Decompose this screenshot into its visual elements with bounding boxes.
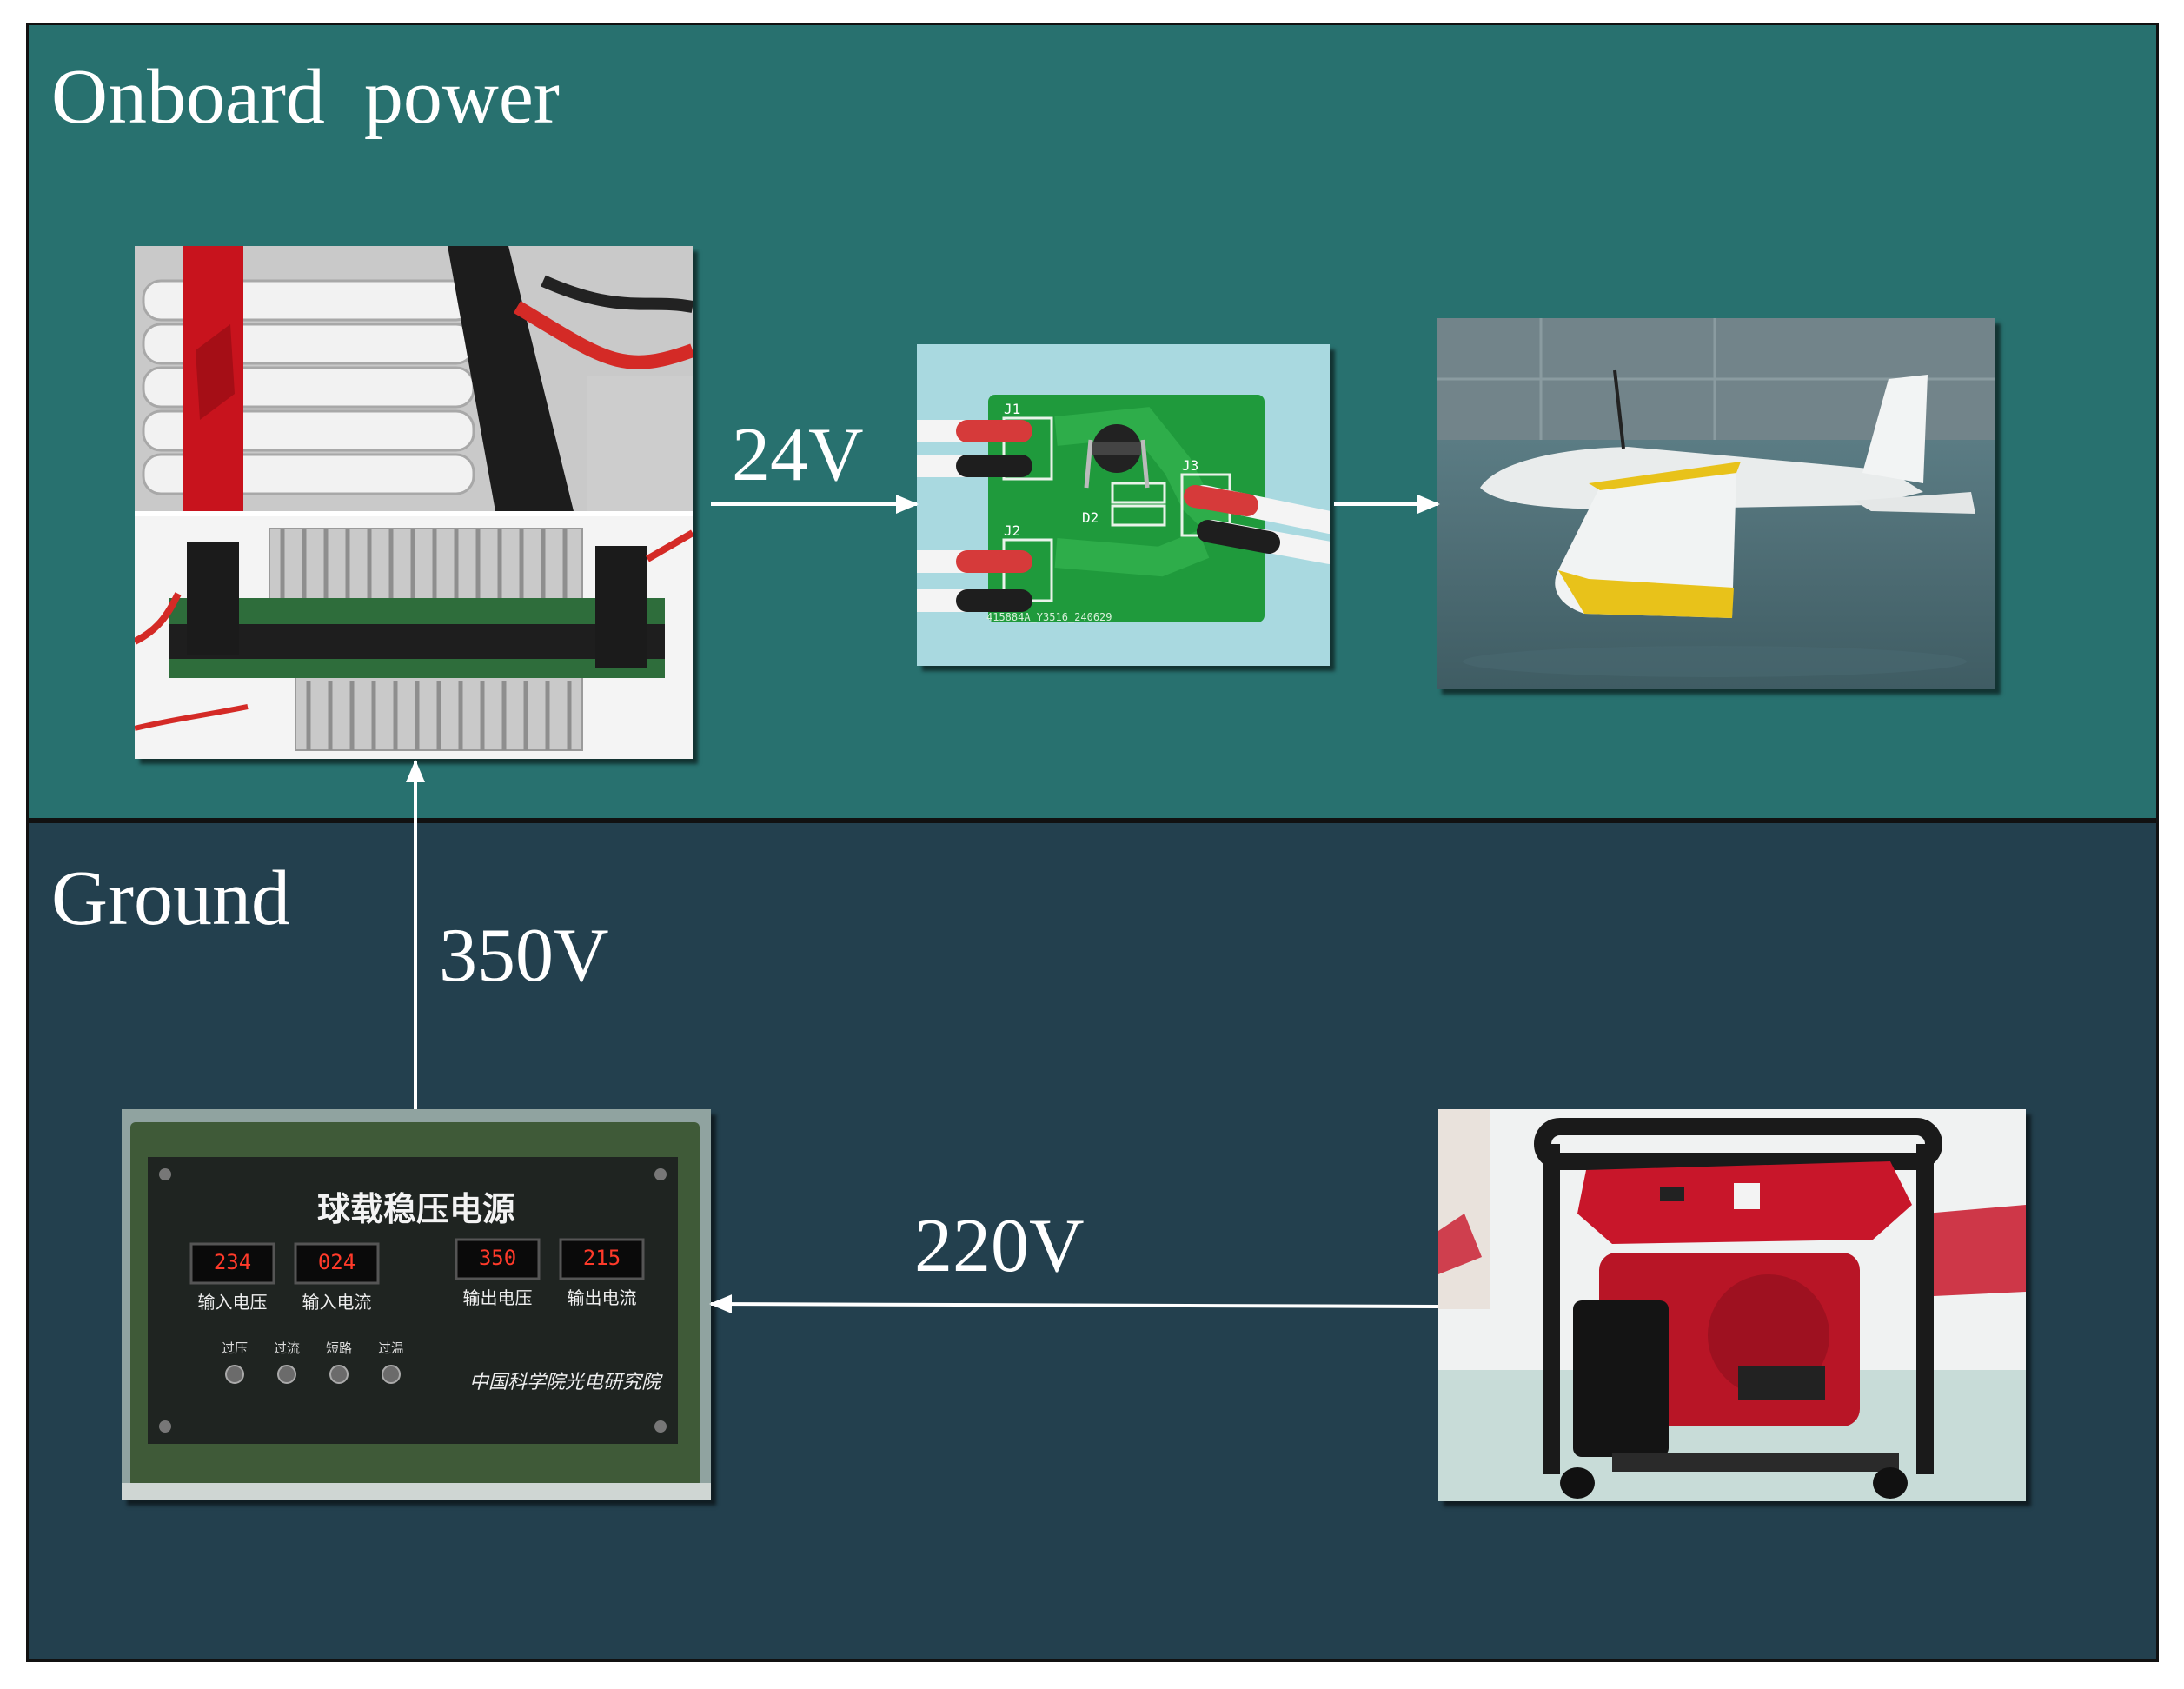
voltage-label-24v: 24V — [732, 413, 864, 497]
voltage-label-350v: 350V — [439, 914, 609, 998]
generator-photo — [1438, 1109, 2026, 1501]
pcb-label-d2: D2 — [1082, 509, 1099, 526]
meter-input-current-label: 输入电流 — [302, 1292, 372, 1313]
power-supply-maker: 中国科学院光电研究院 — [468, 1372, 661, 1393]
power-supply-illustration — [122, 1109, 711, 1500]
meter-output-current-label: 输出电流 — [567, 1287, 637, 1308]
ground-power-supply-photo: 球载稳压电源 234 024 350 215 输入电压 输入电流 输出电压 输出… — [122, 1109, 711, 1500]
battery-and-converter-illustration — [135, 246, 693, 759]
battery-and-converter-photo — [135, 246, 693, 759]
aircraft-photo — [1437, 318, 1995, 689]
pcb-serial: 415884A_Y3516_240629 — [986, 611, 1112, 623]
onboard-panel-title: Onboard power — [51, 54, 560, 140]
indicator-overvoltage-label: 过压 — [221, 1340, 248, 1356]
pcb-illustration: J1 J2 J3 D2 415884A_Y3516_240629 — [917, 344, 1330, 666]
indicator-overtemperature-label: 过温 — [377, 1340, 404, 1356]
indicator-overcurrent-label: 过流 — [273, 1340, 300, 1356]
voltage-label-220v: 220V — [914, 1204, 1085, 1288]
arrow-generator-to-supply — [709, 1294, 1439, 1314]
pcb-photo: J1 J2 J3 D2 415884A_Y3516_240629 — [917, 344, 1330, 666]
generator-illustration — [1438, 1109, 2026, 1501]
meter-output-voltage-reading: 350 — [478, 1246, 517, 1270]
meter-input-voltage-label: 输入电压 — [197, 1292, 268, 1313]
pcb-label-j1: J1 — [1004, 401, 1020, 417]
meter-output-current-reading: 215 — [582, 1246, 621, 1270]
indicator-short-circuit-label: 短路 — [325, 1340, 352, 1356]
power-supply-title: 球载稳压电源 — [316, 1190, 515, 1228]
meter-output-voltage-label: 输出电压 — [462, 1287, 533, 1308]
pcb-label-j3: J3 — [1182, 457, 1198, 474]
aircraft-illustration — [1437, 318, 1995, 689]
meter-input-current-reading: 024 — [317, 1250, 356, 1274]
ground-panel-title: Ground — [51, 855, 290, 941]
pcb-label-j2: J2 — [1004, 522, 1020, 539]
meter-input-voltage-reading: 234 — [213, 1250, 252, 1274]
